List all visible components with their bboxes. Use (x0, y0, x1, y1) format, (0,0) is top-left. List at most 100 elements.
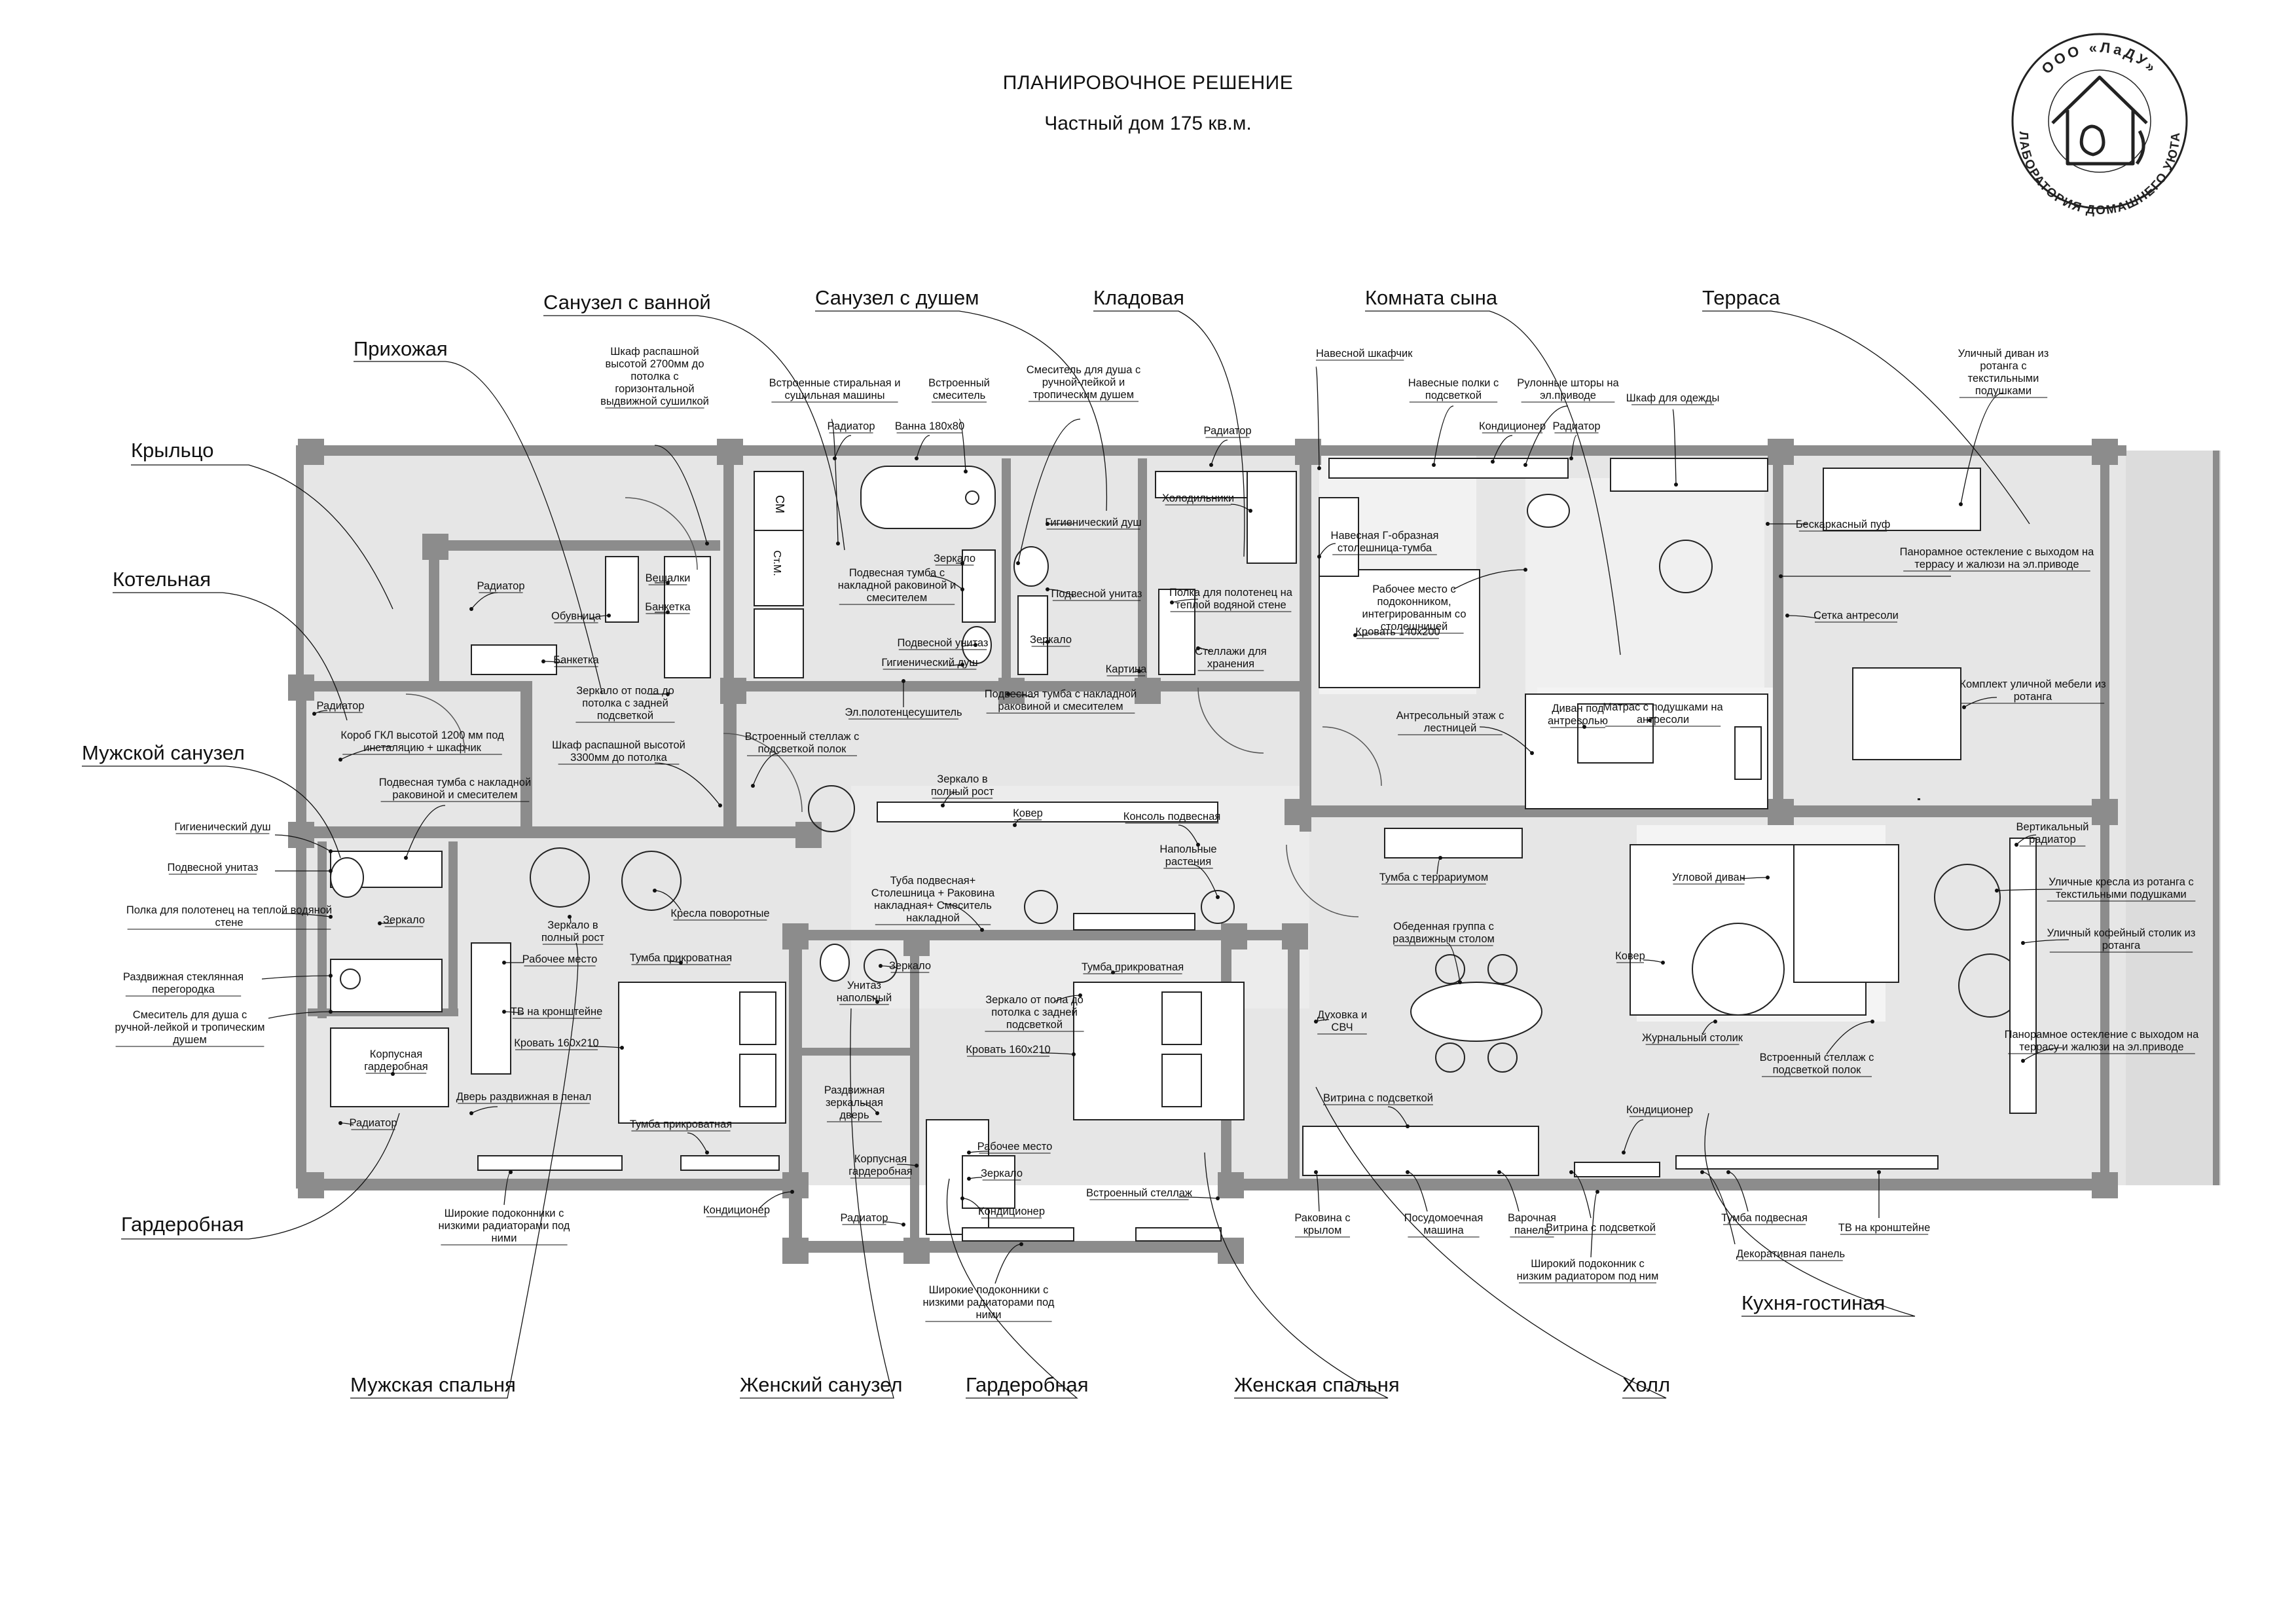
callout-dot (718, 803, 722, 807)
callout-text: Радиатор (827, 420, 875, 432)
callout-l11: Ванна 180х80 (895, 420, 964, 460)
callout-text: Подвесной унитаз (898, 637, 989, 649)
callout-l100: Тумба подвесная (1721, 1170, 1808, 1225)
callout-text: Тумба прикроватная (630, 1118, 732, 1130)
callout-dot (607, 614, 611, 618)
callout-dot (1458, 980, 1462, 984)
callout-text: Ванна 180х80 (895, 420, 964, 432)
callout-l32: Зеркало (1030, 634, 1072, 647)
callout-dot (329, 974, 333, 978)
callout-dot (1438, 856, 1442, 860)
callout-text: Кондиционер (1479, 420, 1546, 432)
callout-text: Тумба прикроватная (630, 952, 732, 964)
callout-dot (1406, 1170, 1410, 1174)
callout-dot (1661, 961, 1665, 965)
callout-dot (502, 961, 506, 965)
room-names: Крыльцо Прихожая Санузел с ванной Санузе… (82, 286, 1885, 1396)
callout-leader (1191, 864, 1218, 898)
callout-l84: Витрина с подсветкой (1323, 1092, 1433, 1128)
callout-leader (752, 752, 780, 786)
callout-dot (1779, 574, 1783, 578)
callout-dot (502, 1010, 506, 1014)
callout-text: Зеркало (889, 960, 931, 972)
callout-dot (666, 692, 670, 696)
callout-dot (1019, 1242, 1023, 1246)
callout-dot (469, 607, 473, 611)
callout-leader (261, 975, 331, 980)
callout-l34: Гигиенический душ (881, 657, 978, 670)
callout-l20: Радиатор (469, 580, 525, 611)
callout-text: Тумба подвесная (1721, 1212, 1808, 1224)
callout-l10: Радиатор (827, 420, 875, 460)
callout-text: Консоль подвесная (1123, 811, 1221, 822)
callout-leader (1453, 569, 1526, 590)
door-swings (405, 497, 1382, 917)
callout-text: Шкаф для одежды (1626, 392, 1720, 404)
callout-l50: Ковер (1013, 807, 1043, 827)
callout-leader (1787, 615, 1821, 619)
callout-dot (964, 470, 968, 473)
callout-dot (1317, 466, 1321, 470)
callout-leader (340, 746, 393, 760)
room-hall: Холл (1622, 1373, 1670, 1396)
callout-l69: Зеркало (879, 960, 931, 973)
callout-l67: Рабочее место (502, 953, 597, 967)
room-men-bath: Мужской санузел (82, 741, 245, 764)
callout-l59: Угловой диван (1672, 872, 1770, 885)
callout-l95: Радиатор (840, 1212, 905, 1227)
callout-l89: Тумба прикроватная (630, 1118, 732, 1154)
callout-text: Навесной шкафчик (1316, 348, 1413, 360)
callout-text: Радиатор (1552, 420, 1600, 432)
callout-dot (1582, 725, 1586, 729)
callout-leader (1047, 589, 1074, 597)
callout-dot (705, 542, 709, 545)
callout-dot (915, 1164, 919, 1168)
callout-dot (469, 1111, 473, 1115)
callout-dot (1870, 1020, 1874, 1024)
callout-text: Подвесной унитаз (168, 862, 259, 874)
callout-text: Кровать 140х200 (1355, 626, 1440, 638)
callout-text: Радиатор (316, 700, 364, 712)
callout-l92: Встроенный стеллаж (1086, 1187, 1220, 1200)
callout-dot (2021, 941, 2025, 945)
callout-dot (1046, 587, 1049, 591)
callout-l78: Кровать 160х210 (514, 1037, 624, 1050)
callout-dot (1314, 1020, 1318, 1024)
callout-l101: ТВ на кронштейне (1838, 1170, 1930, 1235)
callout-dot (620, 1046, 624, 1050)
callout-dot (2014, 843, 2018, 847)
callout-text: Холодильники (1162, 492, 1234, 504)
callout-leader (1960, 392, 2004, 505)
room-bath-shower: Санузел с душем (815, 286, 979, 309)
